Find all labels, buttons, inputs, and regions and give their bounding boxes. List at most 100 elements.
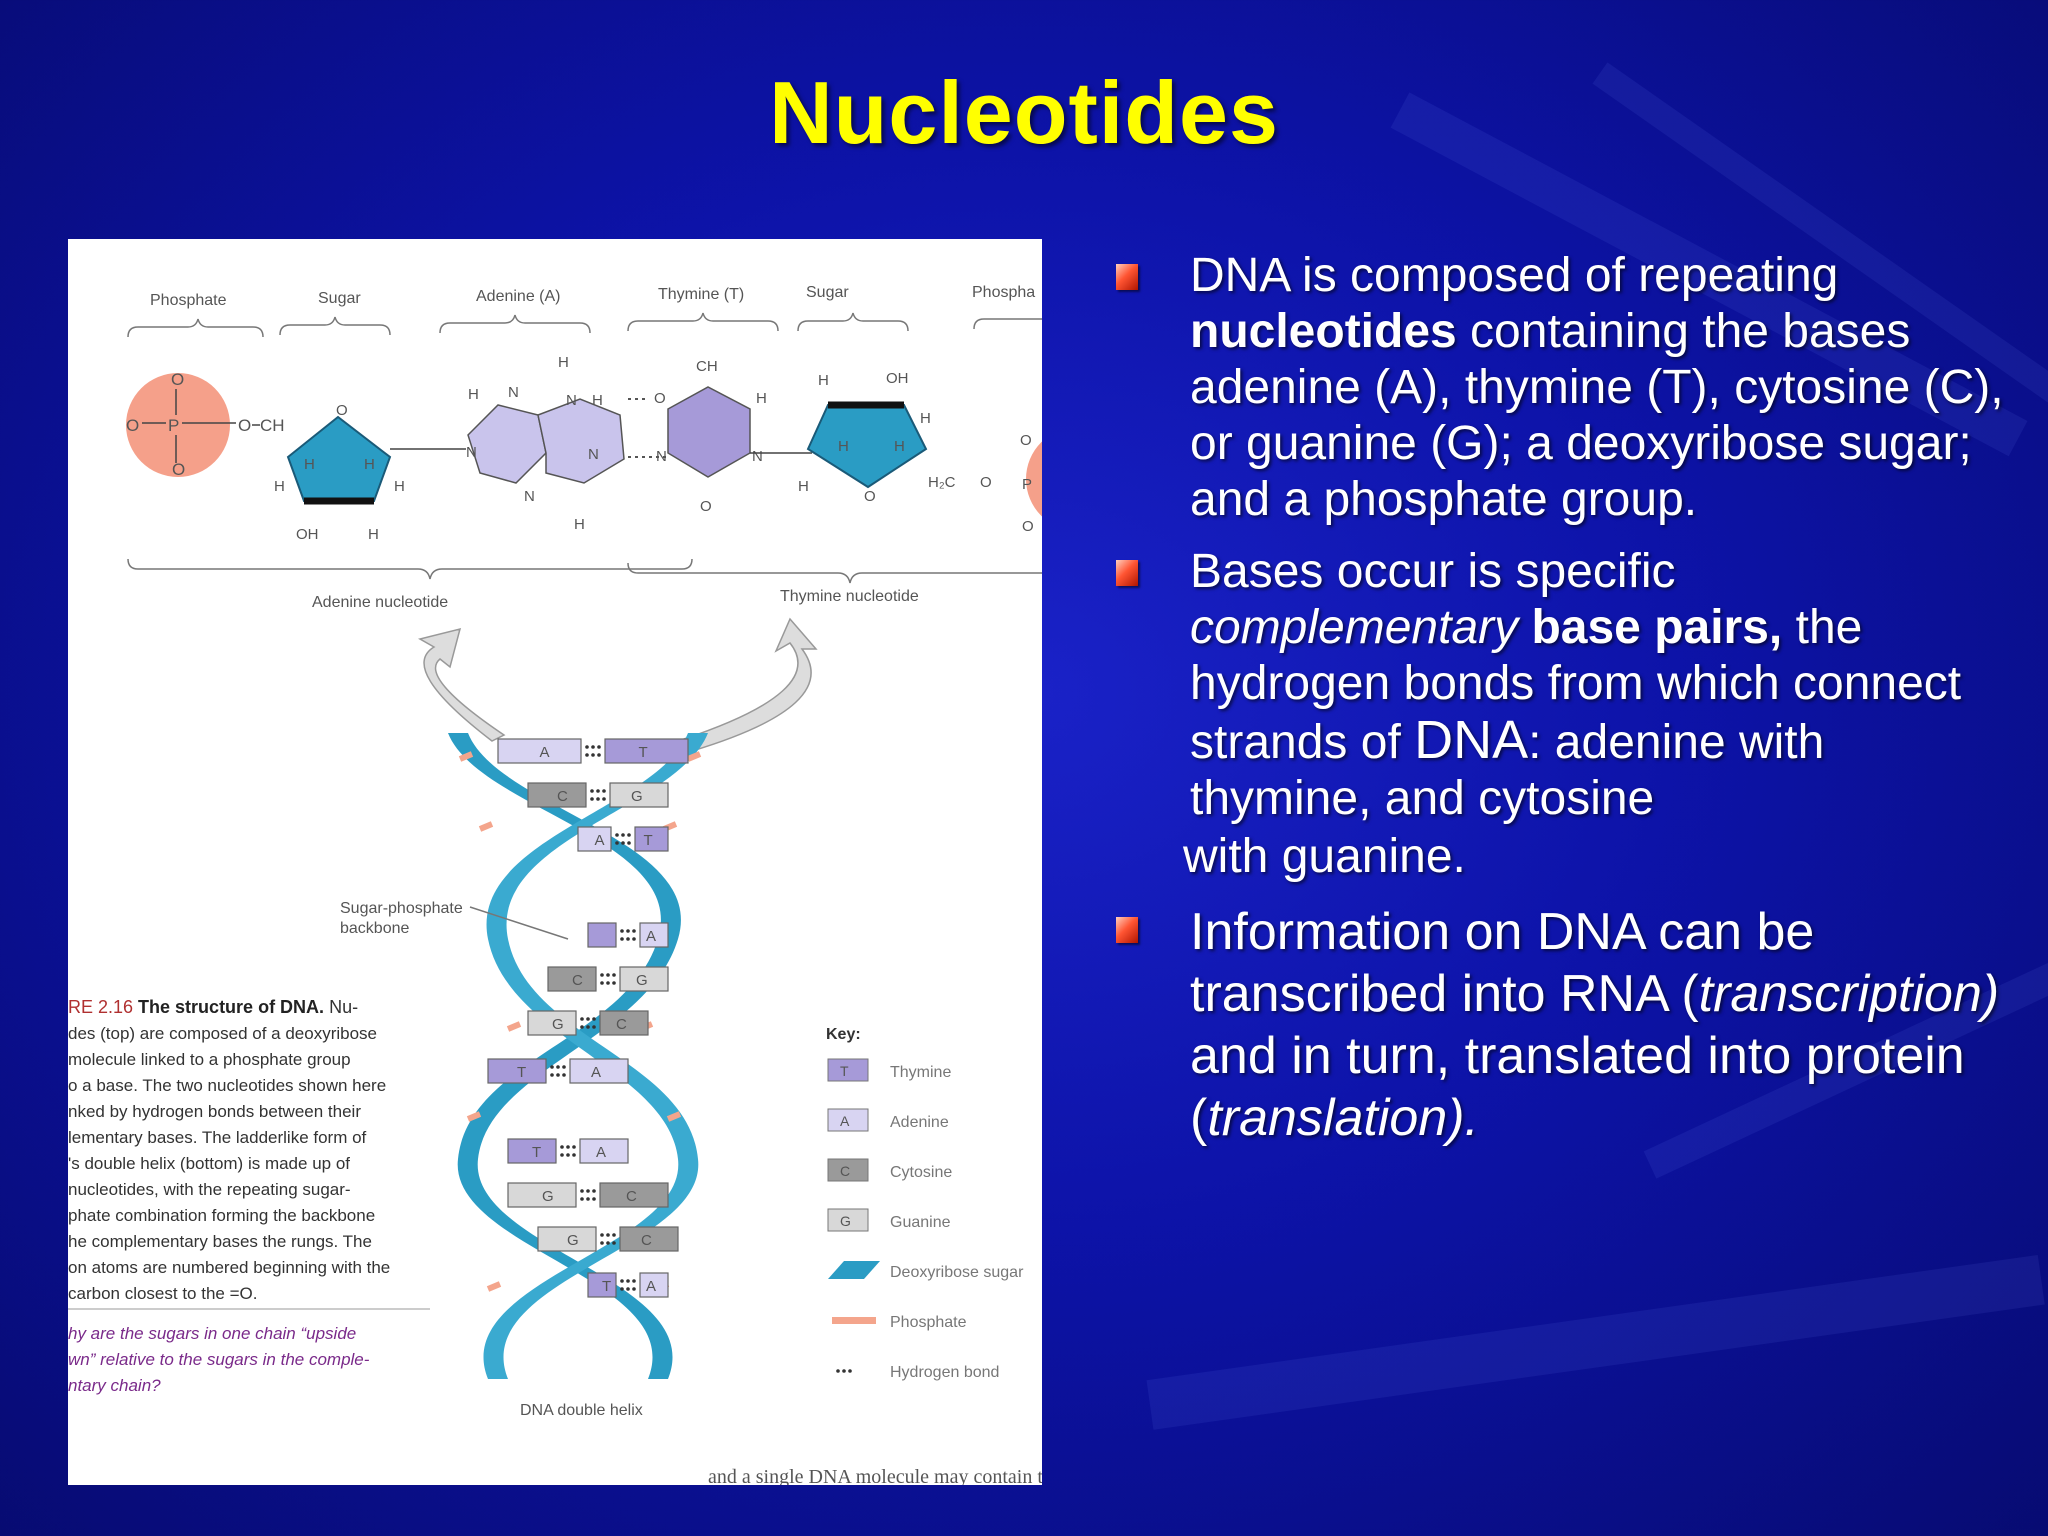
svg-text:H: H <box>592 392 603 409</box>
phosphate-circle-right <box>1026 441 1042 517</box>
deoxyribose-sugar-left <box>286 415 392 502</box>
svg-text:O: O <box>336 402 348 419</box>
rung-base-right: A <box>596 1144 606 1161</box>
svg-text:H: H <box>798 478 809 495</box>
caption-line: carbon closest to the =O. <box>68 1284 257 1303</box>
caption-line: on atoms are numbered beginning with the <box>68 1258 390 1277</box>
rung-base-left: G <box>542 1188 554 1205</box>
svg-text:H: H <box>468 386 479 403</box>
key-item-label: Phosphate <box>890 1314 967 1331</box>
bullet-marker-icon <box>1116 264 1138 290</box>
key-item: Hydrogen bond <box>836 1364 999 1381</box>
label-thymine: Thymine (T) <box>658 286 744 303</box>
svg-text:O: O <box>238 416 251 435</box>
phosphate-circle-left <box>126 373 230 477</box>
svg-text:O: O <box>654 390 666 407</box>
bullet-item-transcription: Information on DNA can be transcribed in… <box>1110 901 2010 1149</box>
rung-base-right: G <box>631 788 643 805</box>
key-item-label: Deoxyribose sugar <box>890 1264 1024 1281</box>
svg-text:O: O <box>172 460 185 479</box>
svg-text:OH: OH <box>296 526 319 543</box>
svg-text:H: H <box>920 410 931 427</box>
svg-text:N: N <box>566 392 577 409</box>
arrow-to-adenine <box>418 627 506 742</box>
thymine-base <box>667 386 751 478</box>
rung-base-right: C <box>626 1188 637 1205</box>
key-item-label: Hydrogen bond <box>890 1364 999 1381</box>
svg-text:O: O <box>171 370 184 389</box>
label-backbone-2: backbone <box>340 920 409 937</box>
svg-text:O: O <box>126 416 139 435</box>
svg-text:N: N <box>466 444 477 461</box>
svg-text:O: O <box>980 474 992 491</box>
dna-structure-figure: Phosphate Sugar Adenine (A) Thymine (T) … <box>68 239 1042 1485</box>
svg-text:H: H <box>364 456 375 473</box>
caption-line: he complementary bases the rungs. The <box>68 1232 372 1251</box>
svg-text:N: N <box>656 448 667 465</box>
key-item-label: Guanine <box>890 1214 951 1231</box>
caption-question-line: hy are the sugars in one chain “upside <box>68 1324 356 1343</box>
svg-text:OH: OH <box>886 370 909 387</box>
caption-line: o a base. The two nucleotides shown here <box>68 1076 386 1095</box>
bullet-marker-icon <box>1116 560 1138 586</box>
svg-text:H: H <box>574 516 585 533</box>
svg-text:N: N <box>752 448 763 465</box>
svg-text:C: C <box>840 1163 850 1179</box>
svg-text:H: H <box>894 438 905 455</box>
rung-base-right: A <box>646 1278 656 1295</box>
key-item: C Cytosine <box>827 1158 952 1182</box>
rung-base-left: T <box>517 1064 526 1081</box>
key-title: Key: <box>826 1026 861 1043</box>
rung-base-right: A <box>646 928 656 945</box>
svg-text:H: H <box>368 526 379 543</box>
rung-base-left: T <box>602 1278 611 1295</box>
bullet-item-dna-composition: DNA is composed of repeating nucleotides… <box>1110 248 2010 528</box>
rung-base-left: G <box>567 1232 579 1249</box>
bullet-list: DNA is composed of repeating nucleotides… <box>1110 248 2010 1165</box>
label-phosphate-right: Phospha <box>972 284 1035 301</box>
svg-text:H: H <box>274 478 285 495</box>
rung-base-right: C <box>641 1232 652 1249</box>
svg-text:CH: CH <box>260 416 285 435</box>
svg-text:O: O <box>700 498 712 515</box>
svg-text:A: A <box>840 1113 850 1129</box>
key-item-label: Cytosine <box>890 1164 952 1181</box>
svg-text:H: H <box>818 372 829 389</box>
caption-question: hy are the sugars in one chain “upside wn… <box>68 1324 370 1395</box>
label-phosphate: Phosphate <box>150 292 227 309</box>
key-item-label: Adenine <box>890 1114 949 1131</box>
svg-text:O: O <box>1022 518 1034 535</box>
caption-line: phate combination forming the backbone <box>68 1206 375 1225</box>
svg-text:H: H <box>394 478 405 495</box>
base-pair-rung: A <box>587 922 669 948</box>
label-thymine-nucleotide: Thymine nucleotide <box>780 588 919 605</box>
caption-question-line: wn” relative to the sugars in the comple… <box>68 1350 370 1369</box>
label-sugar-left: Sugar <box>318 290 361 307</box>
svg-text:N: N <box>588 446 599 463</box>
rung-base-right: A <box>591 1064 601 1081</box>
key-item: A Adenine <box>827 1108 949 1132</box>
svg-text:CH: CH <box>696 358 718 375</box>
key-item: Deoxyribose sugar <box>828 1261 1024 1281</box>
bullet-item-base-pairs: Bases occur is specific complementary ba… <box>1110 544 2010 827</box>
rung-base-left: A <box>595 832 605 849</box>
top-braces <box>127 312 1042 338</box>
arrow-to-thymine <box>682 617 818 752</box>
background-streak <box>1146 1254 2045 1430</box>
svg-text:H: H <box>756 390 767 407</box>
key-item: Phosphate <box>832 1314 967 1331</box>
caption-line: nked by hydrogen bonds between their <box>68 1102 361 1121</box>
bullet-marker-icon <box>1116 917 1138 943</box>
caption-line: des (top) are composed of a deoxyribose <box>68 1024 377 1043</box>
svg-text:H: H <box>304 456 315 473</box>
adenine-base <box>467 404 547 484</box>
